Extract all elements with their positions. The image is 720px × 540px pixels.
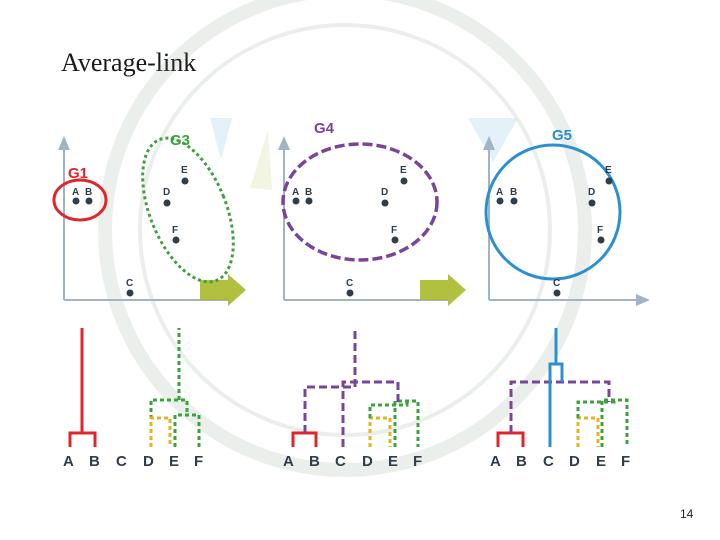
merge-d-yellow (149, 416, 172, 447)
merge-ef (393, 399, 420, 447)
point-d-marker (588, 199, 596, 207)
axis-arrowhead-right (636, 294, 650, 306)
point-label-f: F (391, 225, 397, 236)
merge-ab (68, 431, 97, 447)
point-f-marker (172, 236, 180, 244)
point-a-marker (72, 197, 80, 205)
point-label-e: E (181, 165, 188, 176)
point-d-marker (163, 199, 171, 207)
leaf-label-e: E (169, 453, 179, 470)
point-label-b: B (85, 187, 92, 198)
axis-arrowhead-up (58, 136, 70, 150)
merge-ab (291, 431, 318, 447)
point-label-e: E (605, 165, 612, 176)
leaf-label-c: C (335, 453, 346, 470)
leaf-label-a: A (63, 453, 74, 470)
leaf-label-f: F (413, 453, 422, 470)
cluster-label-g3: G3 (170, 132, 190, 149)
leaf-label-c: C (116, 453, 127, 470)
leaf-label-b: B (516, 453, 527, 470)
next-step-arrow (420, 274, 466, 306)
leaf-label-d: D (143, 453, 154, 470)
point-markers (72, 177, 189, 297)
leaf-label-c: C (543, 453, 554, 470)
panel-2: G4 A B D E F C A B (278, 120, 466, 470)
point-label-d: D (588, 187, 595, 198)
watermark-fan-shapes (210, 118, 518, 190)
point-c-marker (346, 289, 354, 297)
point-b-marker (305, 197, 313, 205)
point-a-marker (292, 197, 300, 205)
point-label-d: D (163, 187, 170, 198)
point-label-b: B (510, 187, 517, 198)
panel-3: G5 A B D E F C A B (483, 127, 650, 470)
leaf-label-f: F (621, 453, 630, 470)
slide-title: Average-link (61, 48, 197, 77)
watermark-seal (98, 0, 592, 477)
point-f-marker (391, 236, 399, 244)
point-label-b: B (305, 187, 312, 198)
point-label-f: F (172, 225, 178, 236)
merge-def (576, 400, 616, 418)
cluster-g4-outline (281, 142, 439, 262)
point-label-c: C (126, 278, 133, 289)
dendrogram (68, 328, 201, 447)
point-e-marker (400, 177, 408, 185)
merge-c (548, 362, 564, 447)
point-e-marker (605, 177, 613, 185)
point-label-e: E (400, 165, 407, 176)
cluster-g1-outline (52, 178, 108, 222)
leaf-label-e: E (388, 453, 398, 470)
point-label-c: C (346, 278, 353, 289)
cluster-label-g5: G5 (552, 127, 572, 144)
leaf-label-e: E (596, 453, 606, 470)
point-d-marker (381, 199, 389, 207)
merge-ef (173, 413, 201, 447)
point-e-marker (181, 177, 189, 185)
cluster-label-g1: G1 (68, 165, 88, 182)
leaf-label-b: B (309, 453, 320, 470)
point-label-c: C (553, 278, 560, 289)
axis-arrowhead-up (483, 136, 495, 150)
axes (488, 148, 636, 301)
point-c-marker (126, 289, 134, 297)
merge-def (368, 401, 409, 418)
point-f-marker (597, 236, 605, 244)
dendrogram (291, 328, 420, 447)
leaf-label-b: B (89, 453, 100, 470)
point-label-a: A (292, 187, 299, 198)
point-a-marker (496, 197, 504, 205)
next-step-arrow (200, 274, 246, 306)
merge-d-yellow (368, 416, 392, 447)
dendrogram (496, 328, 629, 447)
cluster-g5-outline (484, 143, 622, 281)
panel-1: G1 G3 A B D E F C A B (52, 132, 246, 470)
axis-arrowhead-up (278, 136, 290, 150)
leaf-label-a: A (283, 453, 294, 470)
cluster-g3-outline (141, 136, 235, 284)
cluster-label-g4: G4 (314, 120, 335, 137)
point-label-f: F (597, 225, 603, 236)
point-c-marker (553, 289, 561, 297)
merge-all (303, 382, 357, 433)
point-label-d: D (381, 187, 388, 198)
merge-ef (600, 398, 629, 447)
leaf-label-d: D (362, 453, 373, 470)
point-label-a: A (72, 187, 79, 198)
point-label-a: A (496, 187, 503, 198)
point-b-marker (85, 197, 93, 205)
leaf-label-f: F (194, 453, 203, 470)
merge-d-yellow (576, 416, 600, 447)
merge-ab (496, 431, 525, 447)
point-b-marker (510, 197, 518, 205)
axes (283, 148, 448, 301)
page-number: 14 (680, 507, 694, 521)
leaf-label-a: A (490, 453, 501, 470)
merge-ab-def (509, 380, 611, 433)
leaf-label-d: D (569, 453, 580, 470)
